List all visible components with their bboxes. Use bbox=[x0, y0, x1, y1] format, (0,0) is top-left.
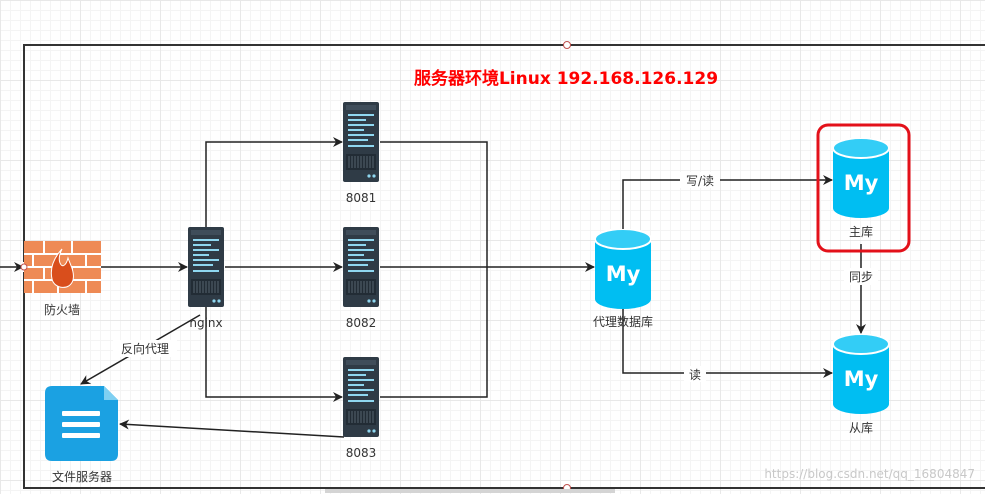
edge-proxy-slave bbox=[622, 307, 833, 378]
edge-nginx-8083 bbox=[205, 307, 343, 402]
environment-boundary bbox=[23, 41, 985, 493]
file-server-node[interactable]: 文件服务器 bbox=[45, 386, 118, 484]
document-icon bbox=[45, 386, 118, 461]
nginx-label: nginx bbox=[189, 316, 222, 330]
highlight-box bbox=[816, 123, 911, 253]
nginx-node[interactable]: nginx bbox=[188, 227, 224, 330]
edge-8083-proxy bbox=[380, 267, 488, 398]
server-icon bbox=[188, 227, 224, 307]
edge-proxy-master bbox=[622, 175, 833, 229]
server-icon bbox=[343, 102, 379, 182]
proxy-db-label: 代理数据库 bbox=[593, 314, 653, 329]
slave-db-node[interactable]: My 从库 bbox=[833, 334, 889, 435]
master-db-node[interactable]: My 主库 bbox=[816, 123, 911, 253]
mysql-logo-text: My bbox=[606, 262, 641, 286]
edge-label-read: 读 bbox=[689, 368, 701, 382]
file-server-label: 文件服务器 bbox=[52, 469, 112, 484]
edge-nginx-8081 bbox=[205, 137, 343, 227]
server-icon bbox=[343, 227, 379, 307]
server-8081-label: 8081 bbox=[346, 191, 377, 205]
edges bbox=[0, 137, 866, 438]
firewall-label: 防火墙 bbox=[44, 302, 80, 317]
edge-label-sync: 同步 bbox=[849, 270, 873, 284]
proxy-db-node[interactable]: My 代理数据库 bbox=[593, 229, 653, 329]
server-icon bbox=[343, 357, 379, 437]
watermark: https://blog.csdn.net/qq_16804847 bbox=[764, 467, 975, 481]
firewall-node[interactable]: 防火墙 bbox=[20, 241, 101, 317]
server-8083-label: 8083 bbox=[346, 446, 377, 460]
mysql-logo-text: My bbox=[844, 367, 879, 391]
firewall-icon bbox=[24, 241, 101, 293]
server-8081-node[interactable]: 8081 bbox=[343, 102, 379, 205]
mysql-logo-text: My bbox=[844, 171, 879, 195]
edge-label-reverse-proxy: 反向代理 bbox=[121, 341, 169, 356]
server-8083-node[interactable]: 8083 bbox=[343, 357, 379, 460]
edge-8081-proxy bbox=[380, 141, 488, 267]
server-8082-label: 8082 bbox=[346, 316, 377, 330]
edge-label-write-read: 写/读 bbox=[686, 174, 714, 188]
server-8082-node[interactable]: 8082 bbox=[343, 227, 379, 330]
edge-8083-fileserver bbox=[119, 419, 345, 438]
environment-title: 服务器环境Linux 192.168.126.129 bbox=[414, 68, 718, 89]
master-db-label: 主库 bbox=[849, 224, 873, 239]
slave-db-label: 从库 bbox=[849, 420, 873, 435]
